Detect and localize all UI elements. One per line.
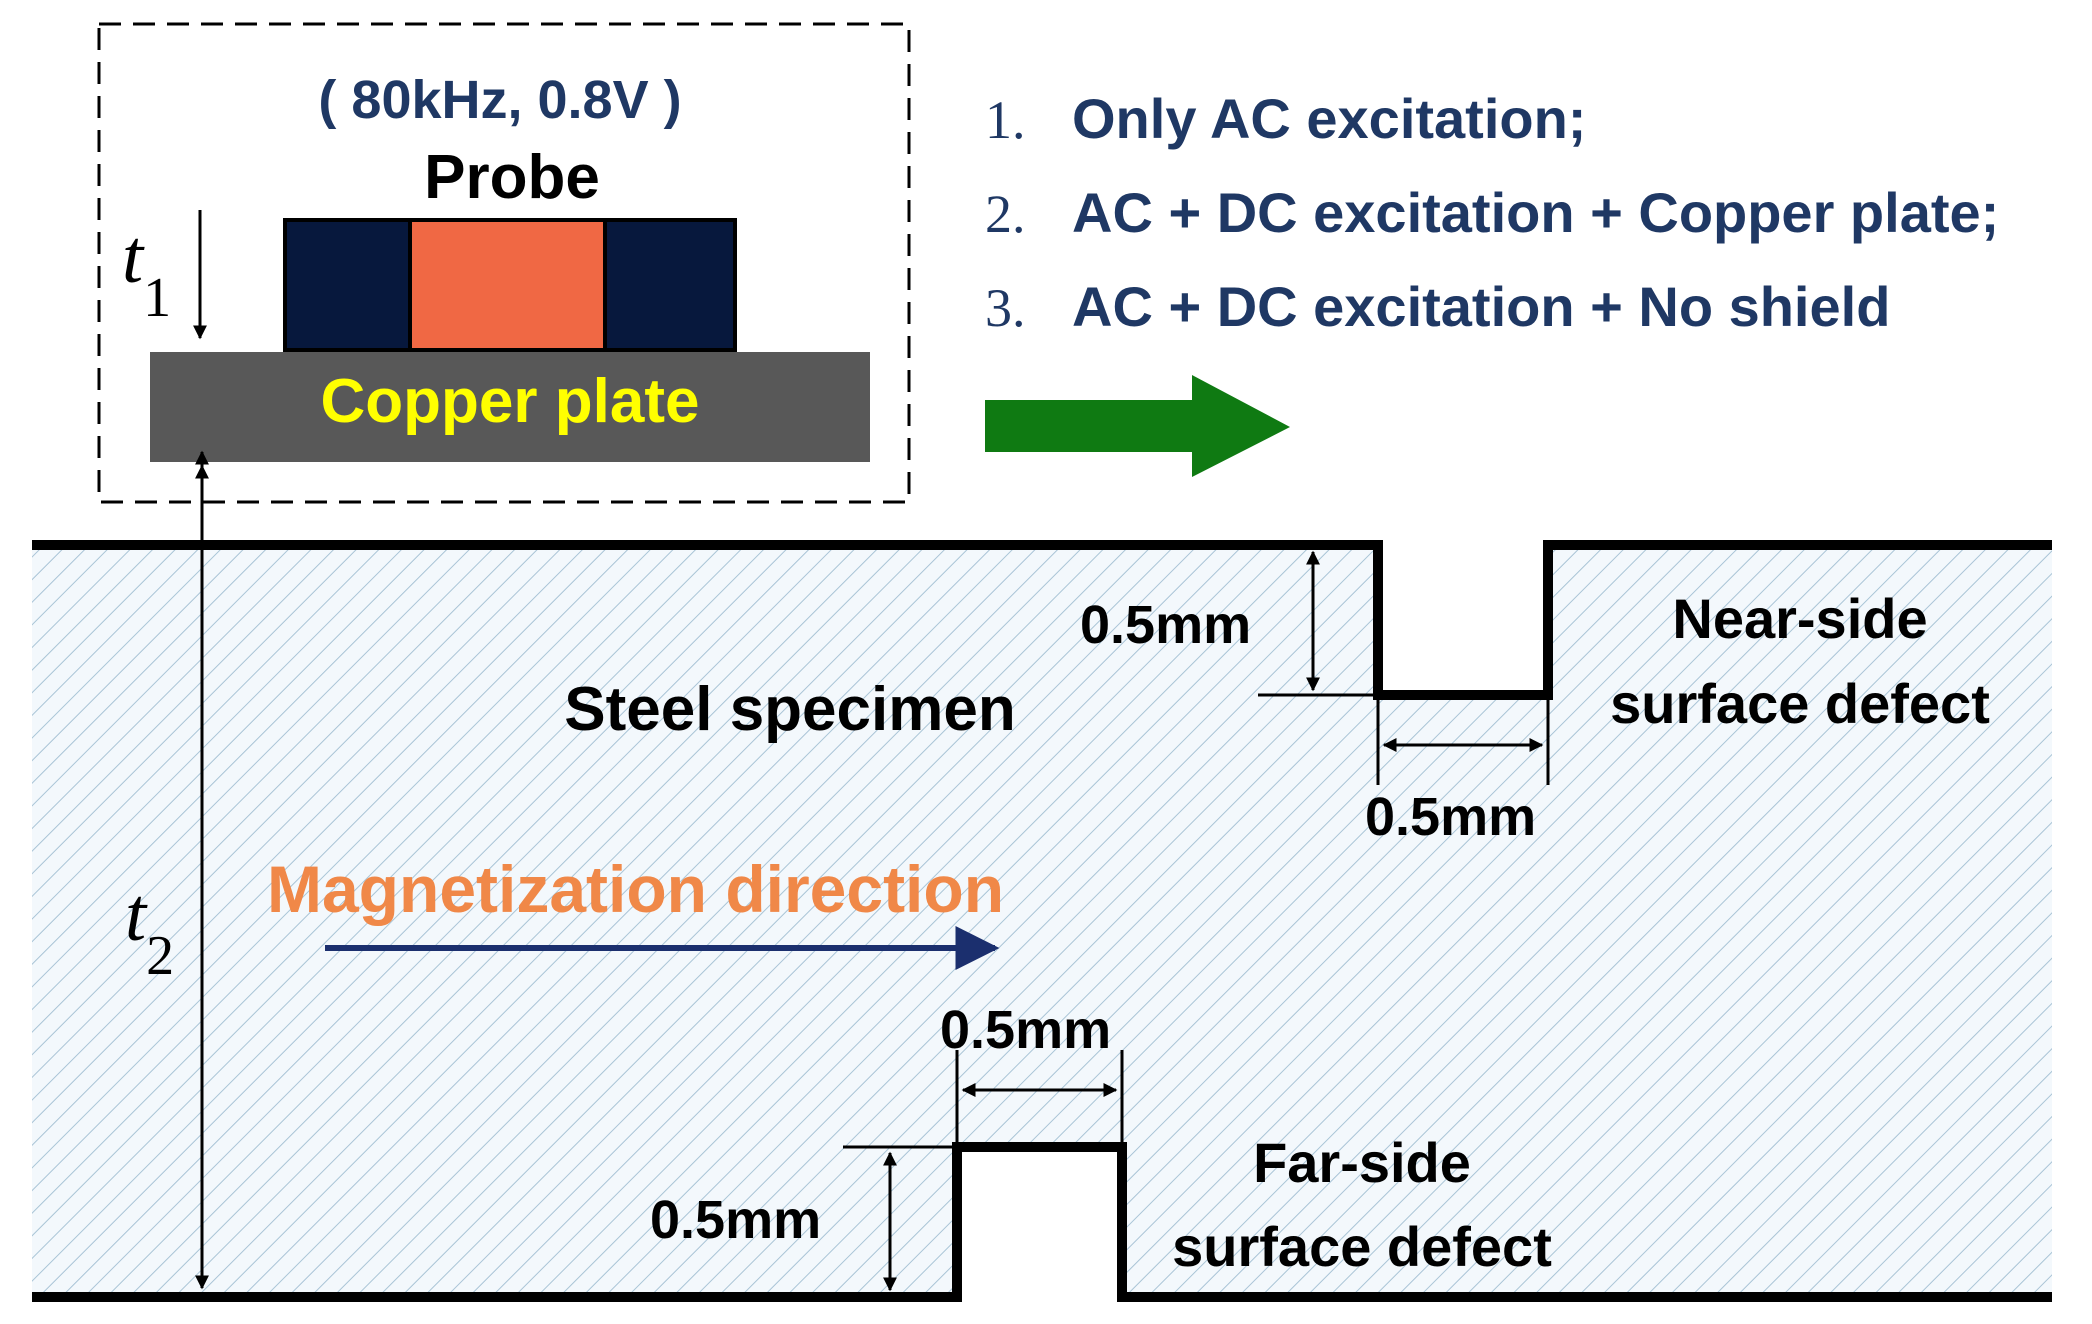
condition-number-1: 1.: [985, 90, 1026, 150]
probe-label: Probe: [424, 143, 600, 212]
copper-plate: [150, 352, 870, 462]
specimen-top-surface: [32, 540, 2052, 700]
probe-params: ( 80kHz, 0.8V ): [318, 70, 681, 130]
green-arrow-icon: [985, 375, 1290, 477]
near-depth-label: 0.5mm: [1080, 595, 1251, 655]
t1-label: t1: [122, 215, 171, 329]
near-defect-label-line2: surface defect: [1610, 672, 1990, 735]
condition-text-2: AC + DC excitation + Copper plate;: [1072, 181, 1999, 244]
far-defect-label-line1: Far-side: [1253, 1131, 1471, 1194]
condition-number-2: 2.: [985, 184, 1026, 244]
steel-specimen-label: Steel specimen: [564, 675, 1015, 744]
t2-label: t2: [125, 873, 174, 987]
condition-text-3: AC + DC excitation + No shield: [1072, 275, 1890, 338]
condition-text-1: Only AC excitation;: [1072, 87, 1586, 150]
probe-core: [408, 218, 607, 352]
near-defect-label-line1: Near-side: [1672, 587, 1927, 650]
condition-number-3: 3.: [985, 278, 1026, 338]
far-width-label: 0.5mm: [940, 1000, 1111, 1060]
magnetization-label: Magnetization direction: [267, 852, 1004, 926]
far-depth-label: 0.5mm: [650, 1190, 821, 1250]
far-defect-label-line2: surface defect: [1172, 1215, 1552, 1278]
near-width-label: 0.5mm: [1365, 787, 1536, 847]
conditions-list: 1. Only AC excitation; 2. AC + DC excita…: [985, 87, 1999, 338]
copper-plate-label: Copper plate: [321, 367, 700, 436]
specimen-bottom-surface: [32, 1142, 2052, 1302]
